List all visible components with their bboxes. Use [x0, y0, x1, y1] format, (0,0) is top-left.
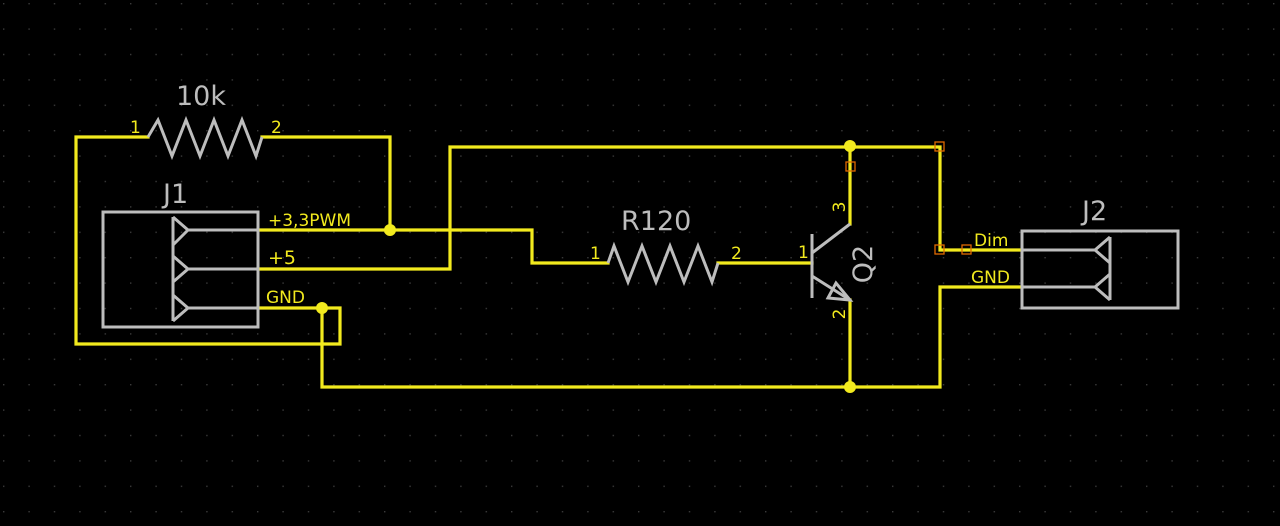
connector-j2-outline	[1020, 229, 1180, 310]
resistor-10k-zigzag	[146, 115, 264, 161]
connector-j2-pin-gnd: GND	[971, 268, 1010, 288]
marker-collector	[845, 161, 856, 172]
marker-dim-right	[961, 244, 972, 255]
transistor-q2-pin-base: 1	[798, 243, 809, 263]
connector-j1-pin-gnd: GND	[266, 288, 305, 308]
resistor-10k[interactable]: 10k 1 2	[130, 81, 282, 161]
transistor-q2-emitter-arrow	[825, 280, 854, 302]
wire-plus5-rail[interactable]	[256, 145, 1024, 271]
junction-gnd	[316, 302, 328, 314]
resistor-10k-pin2: 2	[271, 118, 282, 138]
connector-j1-pin-pwm: +3,3PWM	[268, 211, 351, 231]
resistor-10k-value: 10k	[176, 81, 226, 112]
junction-pwm	[384, 224, 396, 236]
connector-j2-pins	[1022, 235, 1111, 302]
selection-markers	[845, 141, 972, 255]
transistor-q2-pin-collector: 3	[830, 202, 850, 213]
connector-j1[interactable]: J1 +3,3PWM +5 GND	[101, 179, 351, 329]
resistor-r120-zigzag	[606, 241, 720, 287]
resistor-r120[interactable]: R120 1 2	[590, 206, 742, 287]
resistor-r120-value: R120	[621, 206, 691, 237]
transistor-q2-name: Q2	[848, 245, 879, 283]
connector-j2-pin-dim: Dim	[974, 231, 1008, 251]
wire-gnd-rail[interactable]	[320, 285, 1024, 389]
resistor-r120-pin2: 2	[731, 244, 742, 264]
wire-10k-to-pwm[interactable]	[260, 135, 392, 232]
marker-dim-left	[934, 244, 945, 255]
marker-top-right	[934, 141, 945, 152]
junctions	[316, 140, 856, 393]
resistor-r120-pin1: 1	[590, 244, 601, 264]
transistor-q2-emitter-leg	[811, 274, 851, 302]
connector-j2-name: J2	[1080, 196, 1107, 227]
connector-j1-pins	[171, 215, 258, 323]
connector-j1-name: J1	[161, 179, 188, 210]
resistor-10k-pin1: 1	[130, 118, 141, 138]
connector-j2[interactable]: J2 Dim GND	[971, 196, 1180, 310]
junction-collector	[844, 140, 856, 152]
transistor-q2-collector-leg	[811, 222, 851, 255]
transistor-q2[interactable]: Q2 1 3 2	[798, 202, 879, 320]
junction-emitter	[844, 381, 856, 393]
transistor-q2-pin-emitter: 2	[830, 309, 850, 320]
connector-j1-pin-5v: +5	[268, 247, 296, 269]
